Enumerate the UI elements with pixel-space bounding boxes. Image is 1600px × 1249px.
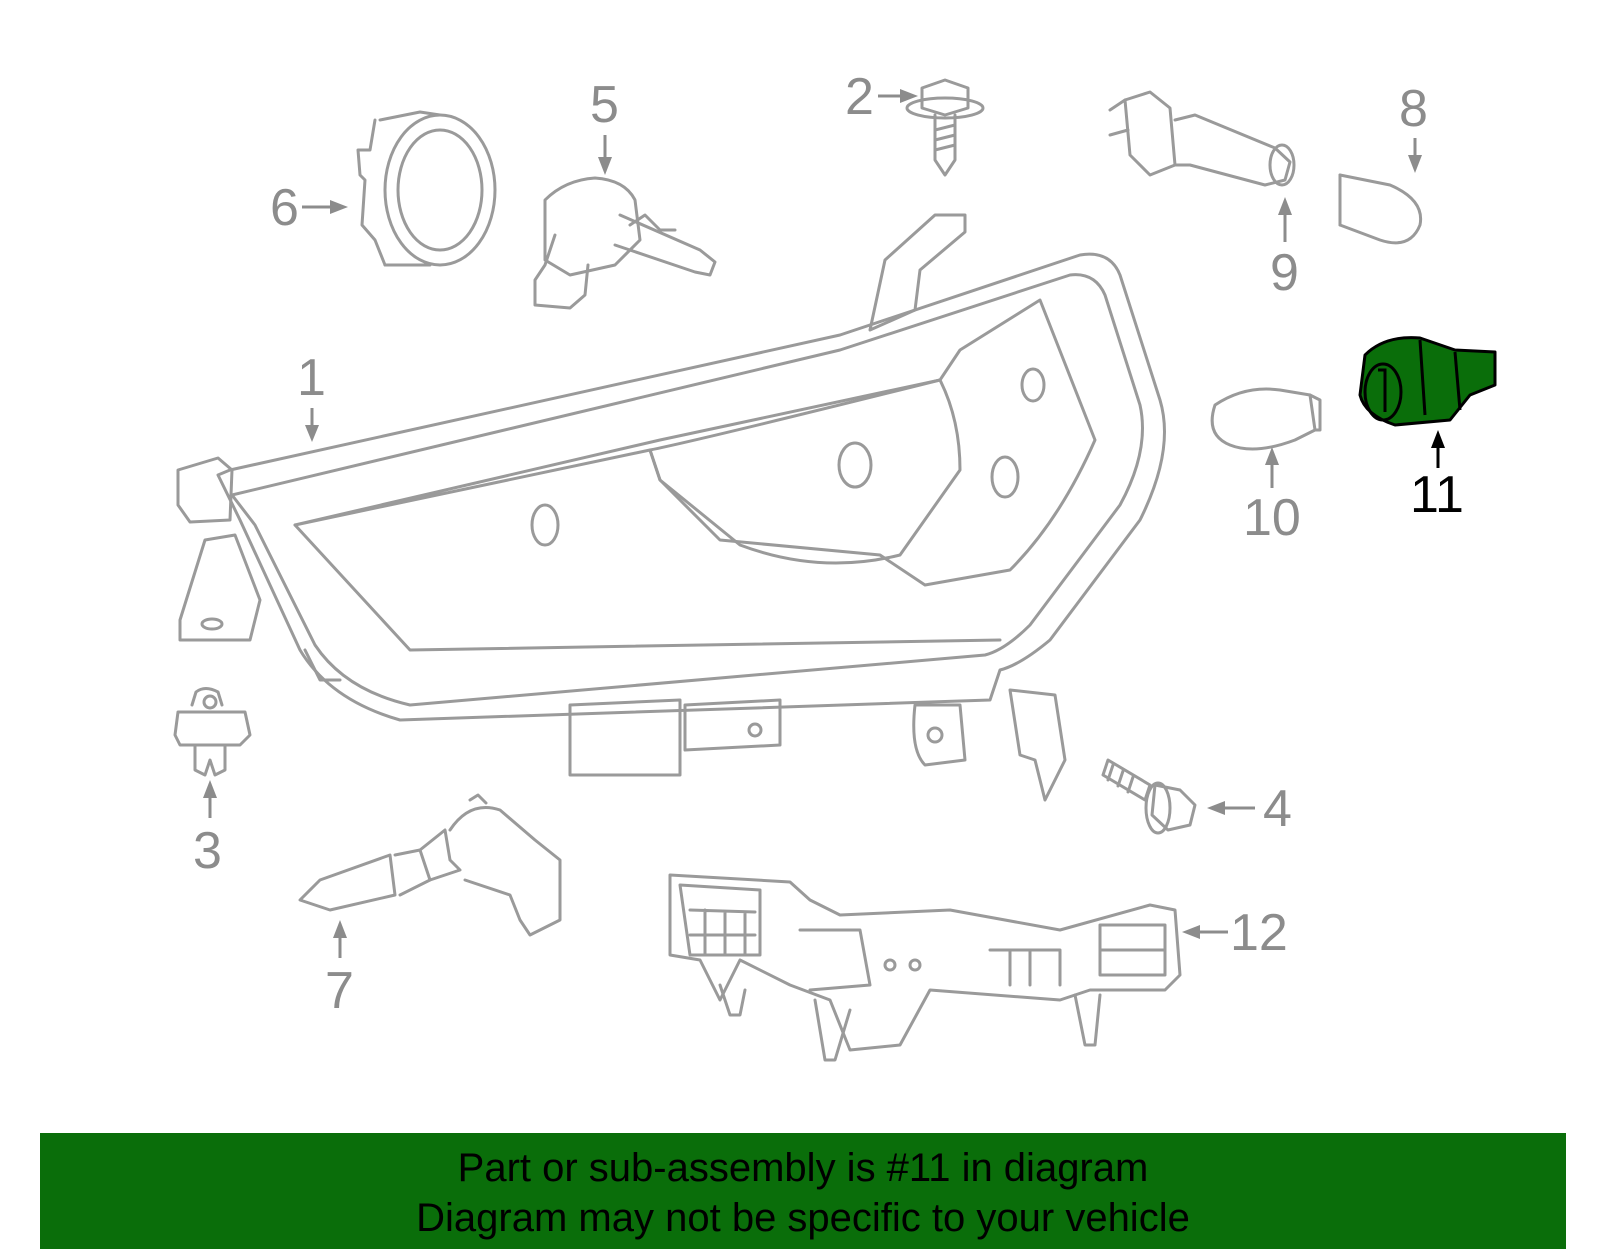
part-3-clip[interactable] [173,687,252,777]
callout-8: 8 [1399,80,1428,138]
part-5-bulb[interactable] [533,176,717,310]
callout-4: 4 [1263,780,1292,838]
part-12-bracket[interactable] [668,873,1182,1062]
callout-3: 3 [193,822,222,880]
callout-1: 1 [297,349,326,407]
part-4-bolt[interactable] [1101,758,1197,835]
part-9-bulb-socket[interactable] [1108,90,1296,187]
callout-9: 9 [1270,244,1299,302]
banner-line-2: Diagram may not be specific to your vehi… [416,1196,1190,1240]
callout-2: 2 [845,68,874,126]
banner-line-1: Part or sub-assembly is #11 in diagram [457,1146,1149,1190]
callout-10: 10 [1243,489,1301,547]
leader-lines [203,89,1445,958]
part-6-socket-ring[interactable] [356,110,497,267]
callout-7: 7 [325,962,354,1020]
part-7-bulb[interactable] [298,793,562,937]
part-2-bolt[interactable] [905,78,985,177]
callout-labels: 1 2 3 4 5 6 7 8 9 10 11 12 [193,68,1464,1020]
callout-12: 12 [1230,904,1288,962]
callout-6: 6 [270,179,299,237]
callout-5: 5 [590,76,619,134]
part-10-wedge-bulb[interactable] [1210,387,1322,451]
callout-11: 11 [1410,466,1464,524]
info-banner: Part or sub-assembly is #11 in diagram D… [40,1133,1566,1249]
part-8-wedge-bulb[interactable] [1338,173,1423,245]
part-11-highlighted-socket[interactable] [1358,336,1497,427]
part-1-headlamp-assembly[interactable] [176,213,1166,802]
